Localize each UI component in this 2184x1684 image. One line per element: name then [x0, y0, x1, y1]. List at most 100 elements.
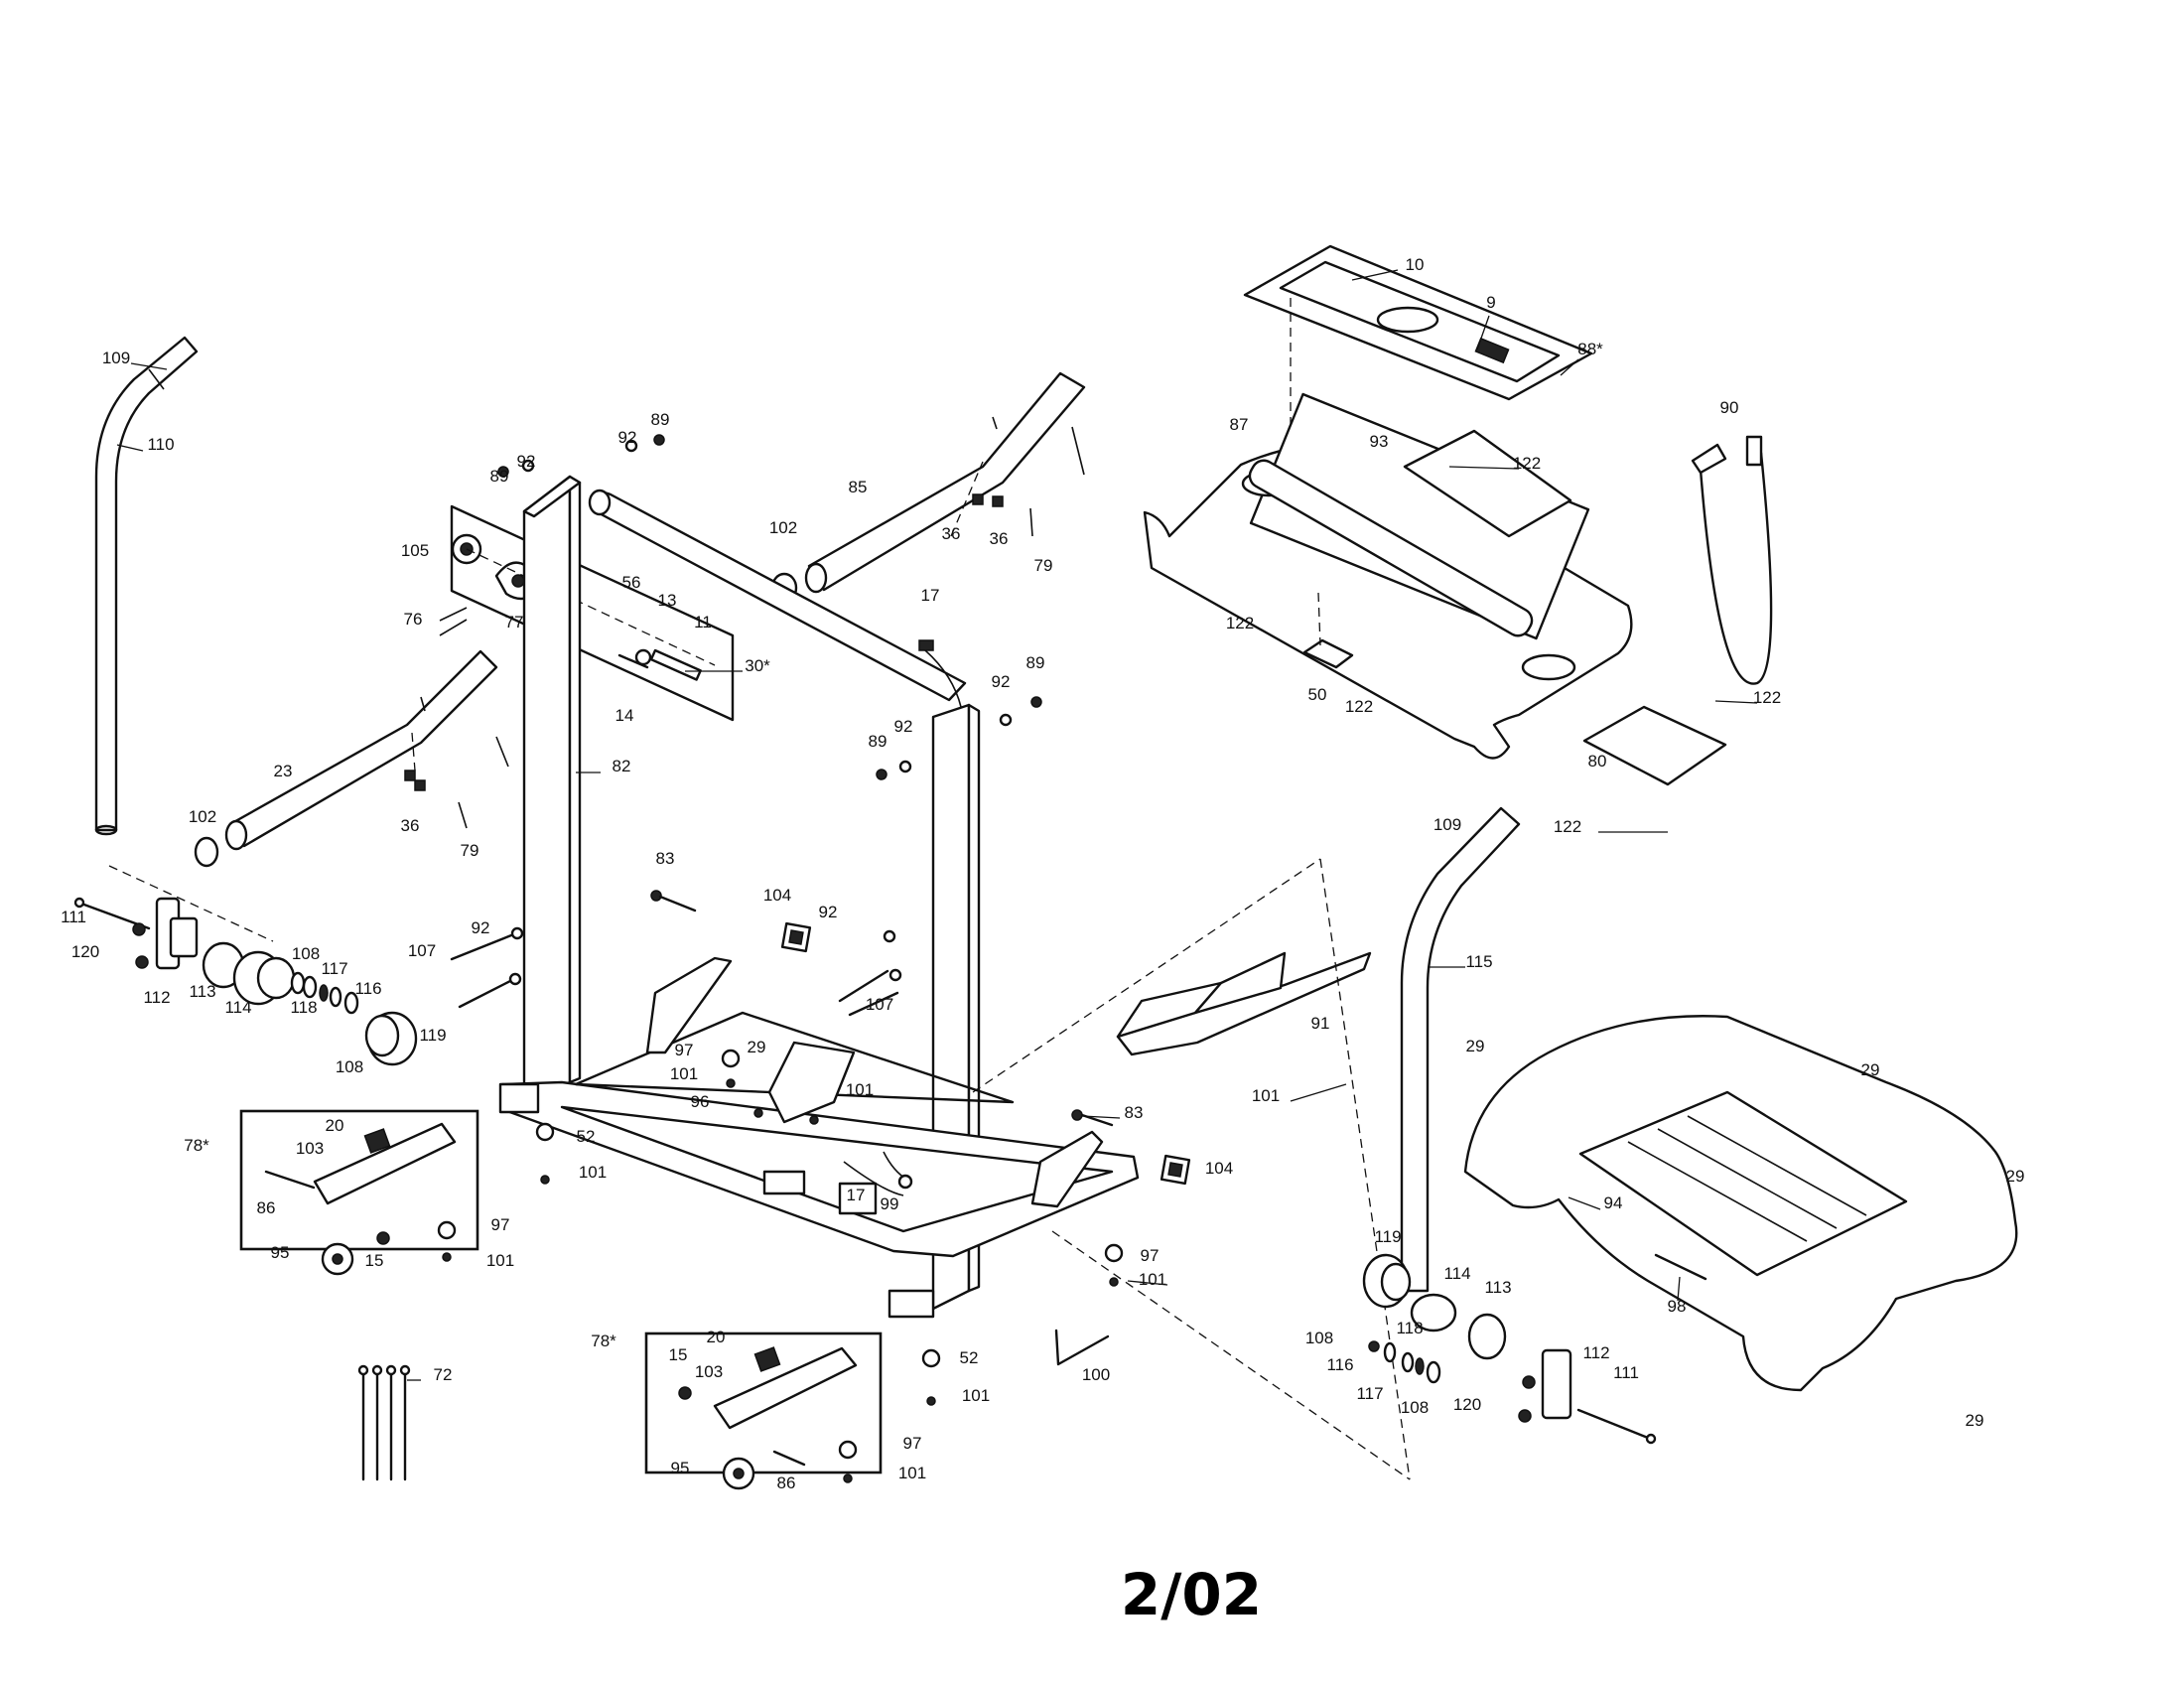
part-callout-label: 92	[894, 717, 913, 736]
part-callout-label: 17	[847, 1186, 866, 1204]
upright-plate-assembly	[439, 504, 735, 722]
right-upright-handrail	[1400, 806, 1521, 1293]
part-callout-label: 122	[1753, 688, 1781, 707]
main-frame	[498, 475, 1140, 1319]
part-callout-label: 83	[1125, 1103, 1144, 1122]
part-callout-label: 72	[434, 1365, 453, 1384]
part-callout-label: 92	[618, 428, 637, 447]
page-footer-date: 2/02	[1121, 1561, 1262, 1628]
leveling-feet	[535, 1049, 1124, 1406]
part-callout-label: 103	[296, 1139, 324, 1158]
part-callout-label: 97	[903, 1434, 922, 1453]
part-callout-label: 29	[1466, 1037, 1485, 1055]
part-callout-label: 118	[290, 998, 317, 1017]
frame-bolts	[450, 434, 1114, 1127]
part-callout-label: 95	[671, 1459, 690, 1477]
part-callout-label: 97	[1141, 1246, 1160, 1265]
part-callout-label: 111	[1613, 1363, 1639, 1382]
console-assembly	[1243, 244, 1593, 459]
part-callout-label: 122	[1345, 697, 1373, 716]
part-callout-label: 80	[1588, 752, 1607, 771]
part-callout-label: 13	[658, 591, 677, 610]
part-callout-label: 87	[1230, 415, 1249, 434]
part-callout-label: 110	[147, 435, 174, 454]
part-callout-label: 108	[1401, 1398, 1429, 1417]
part-callout-label: 29	[1861, 1060, 1880, 1079]
part-callout-label: 118	[1396, 1319, 1423, 1337]
part-callout-label: 114	[1443, 1264, 1470, 1283]
part-callout-label: 120	[71, 942, 99, 961]
walking-platform	[1463, 1015, 2018, 1392]
part-callout-label: 93	[1370, 432, 1389, 451]
part-callout-label: 113	[189, 982, 215, 1001]
part-callout-label: 77	[505, 613, 524, 632]
wheel-assembly-box-left	[239, 1109, 479, 1276]
left-upright-handrail	[94, 336, 199, 836]
wheel-assembly-box-bottom	[644, 1332, 883, 1490]
part-callout-label: 50	[1308, 685, 1327, 704]
part-callout-label: 107	[866, 995, 893, 1014]
part-callout-label: 86	[777, 1474, 796, 1492]
part-callout-label: 30*	[745, 656, 770, 675]
part-callout-label: 116	[354, 979, 381, 998]
part-callout-label: 29	[2006, 1167, 2025, 1186]
part-callout-label: 56	[622, 573, 641, 592]
part-callout-label: 10	[1406, 255, 1425, 274]
part-callout-label: 11	[694, 613, 712, 632]
part-callout-label: 52	[577, 1127, 596, 1146]
part-callout-label: 119	[1374, 1227, 1401, 1246]
callout-labels: 109 110 111 120 112 113 114 108 117 116 118 108 119 1…	[61, 255, 2024, 1492]
part-callout-label: 111	[61, 908, 86, 926]
part-callout-label: 78*	[591, 1332, 616, 1350]
part-callout-label: 36	[990, 529, 1009, 548]
part-callout-label: 83	[656, 849, 675, 868]
part-callout-label: 15	[365, 1251, 384, 1270]
part-callout-label: 101	[1252, 1086, 1280, 1105]
part-callout-label: 89	[651, 410, 670, 429]
part-callout-label: 96	[691, 1092, 710, 1111]
part-callout-label: 108	[292, 944, 320, 963]
part-callout-label: 109	[102, 349, 130, 367]
part-callout-label: 120	[1453, 1395, 1481, 1414]
frame-pads	[780, 921, 1191, 1186]
part-callout-label: 23	[274, 762, 293, 780]
part-callout-label: 101	[846, 1080, 874, 1099]
part-callout-label: 122	[1513, 454, 1541, 473]
safety-key-cord	[1691, 435, 1773, 685]
part-callout-label: 94	[1604, 1193, 1623, 1212]
part-callout-label: 36	[401, 816, 420, 835]
part-callout-label: 107	[408, 941, 436, 960]
part-callout-label: 102	[769, 518, 797, 537]
part-callout-label: 109	[1433, 815, 1461, 834]
part-callout-label: 105	[401, 541, 429, 560]
part-callout-label: 122	[1554, 817, 1581, 836]
part-callout-label: 88*	[1577, 340, 1603, 358]
part-callout-label: 82	[613, 757, 631, 775]
part-callout-label: 20	[707, 1328, 726, 1346]
part-callout-label: 117	[1356, 1384, 1383, 1403]
part-callout-label: 113	[1484, 1278, 1511, 1297]
part-callout-label: 89	[1026, 653, 1045, 672]
part-callout-label: 79	[461, 841, 479, 860]
part-callout-label: 108	[336, 1057, 363, 1076]
part-callout-label: 78*	[184, 1136, 209, 1155]
motor-hood	[1143, 392, 1633, 760]
part-callout-label: 17	[921, 586, 940, 605]
part-callout-label: 20	[326, 1116, 344, 1135]
part-callout-label: 102	[189, 807, 216, 826]
part-callout-label: 112	[143, 988, 170, 1007]
part-callout-label: 99	[881, 1194, 899, 1213]
part-callout-label: 92	[992, 672, 1011, 691]
part-callout-label: 79	[1034, 556, 1053, 575]
part-callout-label: 14	[615, 706, 634, 725]
part-callout-label: 36	[942, 524, 961, 543]
part-callout-label: 108	[1305, 1329, 1333, 1347]
part-callout-label: 104	[1205, 1159, 1233, 1178]
part-callout-label: 101	[486, 1251, 514, 1270]
part-callout-label: 101	[898, 1464, 926, 1482]
hood-brackets	[1302, 592, 1727, 786]
part-callout-label: 103	[695, 1362, 723, 1381]
part-callout-label: 76	[404, 610, 423, 629]
part-callout-label: 112	[1582, 1343, 1609, 1362]
